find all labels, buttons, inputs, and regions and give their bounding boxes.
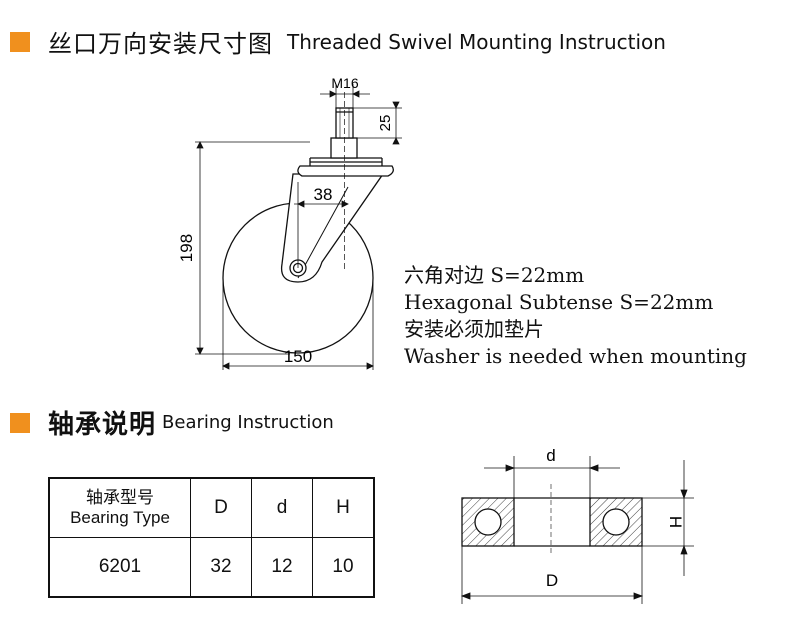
dim-wheel-diameter-label: 150	[284, 347, 312, 366]
header-d: d	[251, 477, 313, 538]
header-H: H	[312, 477, 375, 538]
right-ball	[602, 508, 630, 536]
dim-stem-length-label: 25	[377, 115, 394, 132]
dim-thread-label: M16	[331, 75, 358, 91]
note-washer-en: Washer is needed when mounting	[404, 344, 747, 368]
bearing-table: 轴承型号 Bearing Type D d H 6201 32 12 10	[48, 477, 375, 598]
bearing-cross-section: d H D	[460, 446, 694, 604]
bearing-label-d: d	[546, 446, 555, 465]
section-title-en: Bearing Instruction	[162, 412, 334, 433]
orange-square-icon	[10, 31, 30, 52]
section-title-cn: 丝口万向安装尺寸图	[48, 30, 273, 58]
bearing-label-D: D	[546, 571, 558, 590]
table-row: 6201 32 12 10	[48, 537, 375, 598]
note-hex-cn: 六角对边 S=22mm	[404, 263, 585, 287]
header-bearing-type: 轴承型号 Bearing Type	[48, 477, 191, 538]
left-ball	[474, 508, 502, 536]
header-bearing-type-en: Bearing Type	[70, 508, 170, 527]
cell-d: 12	[251, 537, 313, 598]
hex-nut	[330, 137, 358, 159]
header-D: D	[190, 477, 252, 538]
section-title-en: Threaded Swivel Mounting Instruction	[287, 29, 666, 54]
dim-offset-label: 38	[314, 185, 333, 204]
note-hex-en: Hexagonal Subtense S=22mm	[404, 290, 714, 314]
note-washer-cn: 安装必须加垫片	[404, 317, 544, 341]
cell-bearing-type: 6201	[48, 537, 191, 598]
fork-body	[280, 173, 385, 283]
table-header-row: 轴承型号 Bearing Type D d H	[48, 477, 375, 538]
cell-H: 10	[312, 537, 375, 598]
mounting-notes: 六角对边 S=22mm Hexagonal Subtense S=22mm 安装…	[404, 262, 747, 370]
section-title-cn: 轴承说明	[48, 410, 157, 440]
section-header-bearing: 轴承说明 Bearing Instruction	[10, 404, 334, 441]
dim-height-label: 198	[177, 234, 196, 262]
swivel-plate	[297, 165, 394, 177]
header-bearing-type-cn: 轴承型号	[86, 488, 154, 507]
bearing-label-H: H	[666, 516, 685, 528]
cell-D: 32	[190, 537, 252, 598]
orange-square-icon	[10, 412, 30, 433]
section-header-mounting: 丝口万向安装尺寸图 Threaded Swivel Mounting Instr…	[10, 24, 666, 59]
caster-drawing: M16 25 38 198 150	[177, 75, 402, 370]
